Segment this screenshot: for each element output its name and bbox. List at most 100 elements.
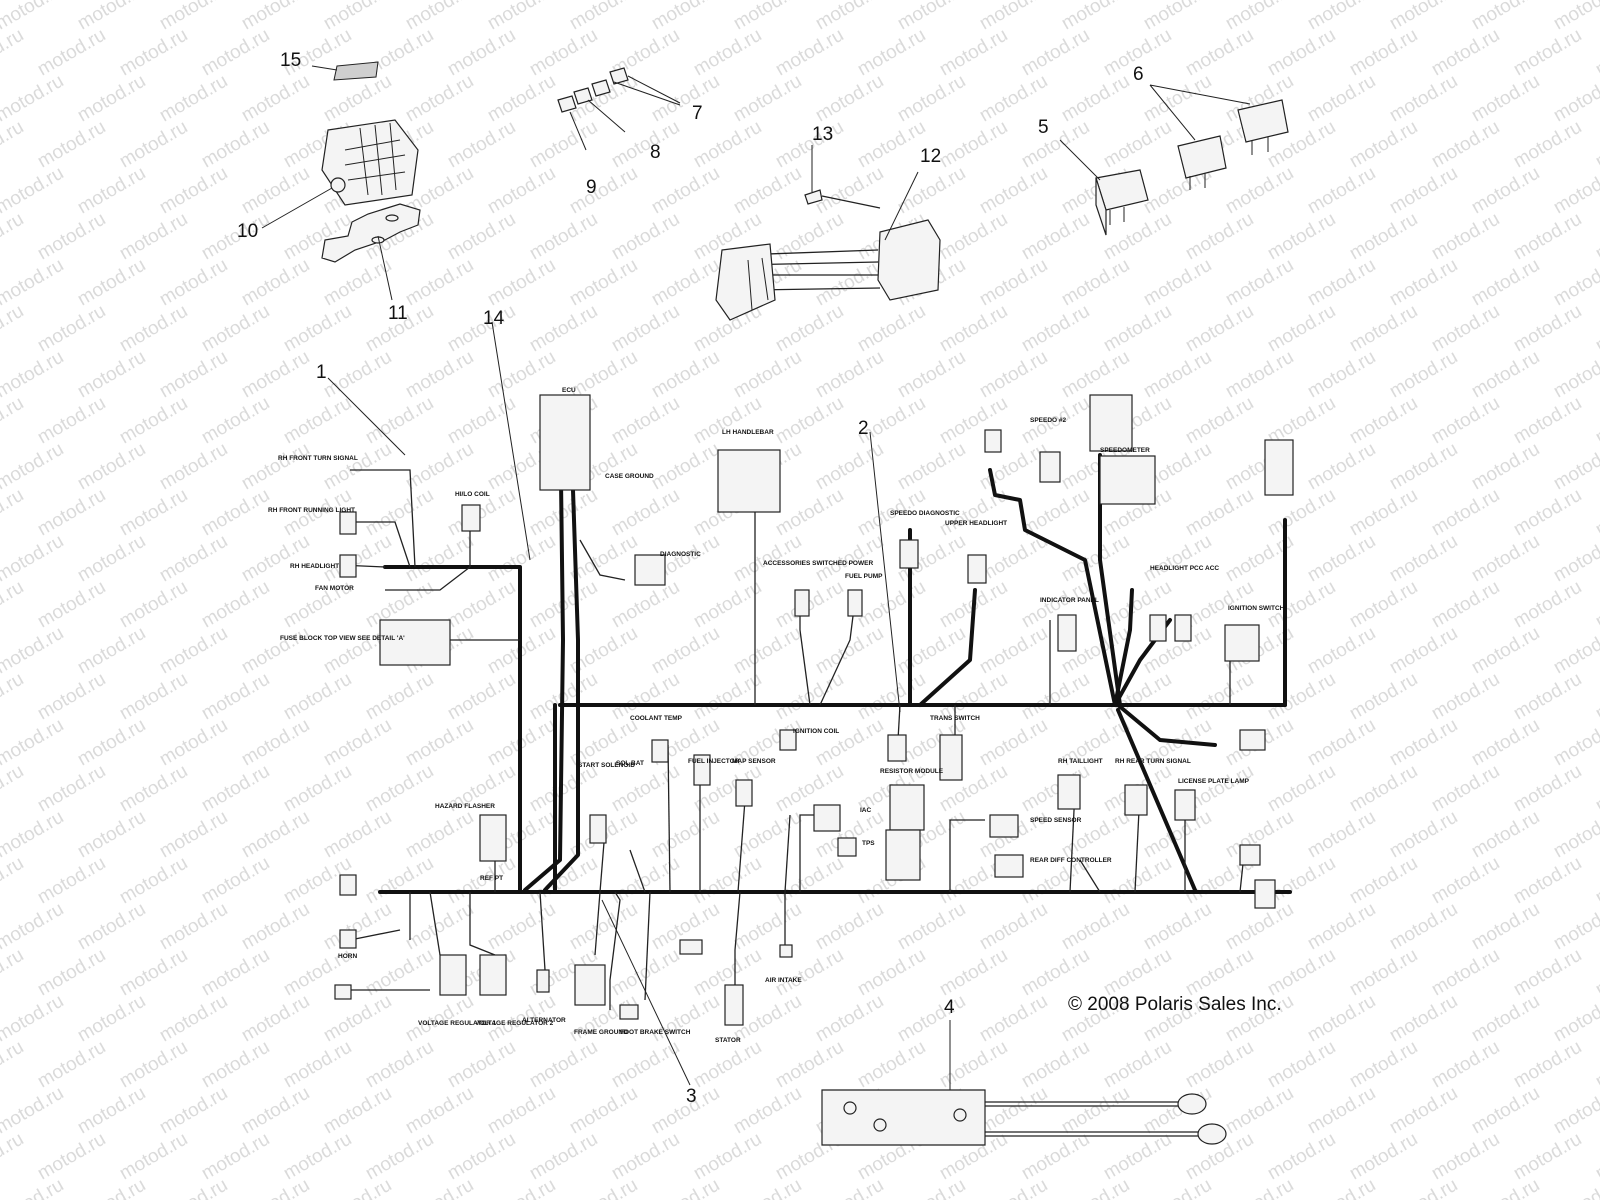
- label-rh-front-running-light: RH FRONT RUNNING LIGHT: [268, 507, 355, 514]
- watermark-text: motod.ru: [1304, 255, 1379, 311]
- watermark-text: motod.ru: [484, 0, 559, 34]
- watermark-text: motod.ru: [484, 163, 559, 219]
- watermark-text: motod.ru: [156, 347, 231, 403]
- watermark-text: motod.ru: [1592, 301, 1600, 357]
- watermark-text: motod.ru: [280, 393, 355, 449]
- watermark-text: motod.ru: [1100, 301, 1175, 357]
- watermark-text: motod.ru: [402, 0, 477, 34]
- watermark-text: motod.ru: [1304, 163, 1379, 219]
- watermark-text: motod.ru: [1428, 853, 1503, 909]
- watermark-text: motod.ru: [238, 347, 313, 403]
- watermark-text: motod.ru: [116, 669, 191, 725]
- watermark-text: motod.ru: [0, 1175, 67, 1200]
- watermark-text: motod.ru: [444, 1037, 519, 1093]
- watermark-text: motod.ru: [608, 117, 683, 173]
- watermark-text: motod.ru: [1346, 25, 1421, 81]
- watermark-text: motod.ru: [362, 761, 437, 817]
- watermark-text: motod.ru: [1018, 301, 1093, 357]
- label-horn: HORN: [338, 953, 357, 960]
- watermark-text: motod.ru: [116, 393, 191, 449]
- watermark-text: motod.ru: [1428, 761, 1503, 817]
- watermark-text: motod.ru: [894, 163, 969, 219]
- watermark-text: motod.ru: [772, 1037, 847, 1093]
- watermark-text: motod.ru: [0, 991, 67, 1047]
- callout-5: 5: [1038, 117, 1049, 138]
- watermark-text: motod.ru: [1058, 531, 1133, 587]
- watermark-text: motod.ru: [1592, 485, 1600, 541]
- watermark-text: motod.ru: [854, 117, 929, 173]
- watermark-text: motod.ru: [648, 347, 723, 403]
- watermark-text: motod.ru: [854, 301, 929, 357]
- callout-10: 10: [237, 221, 258, 242]
- watermark-text: motod.ru: [1592, 25, 1600, 81]
- watermark-text: motod.ru: [484, 1083, 559, 1139]
- watermark-text: motod.ru: [1058, 1083, 1133, 1139]
- watermark-text: motod.ru: [1264, 1037, 1339, 1093]
- watermark-text: motod.ru: [894, 71, 969, 127]
- watermark-text: motod.ru: [238, 715, 313, 771]
- watermark-text: motod.ru: [74, 899, 149, 955]
- watermark-text: motod.ru: [566, 255, 641, 311]
- watermark-text: motod.ru: [74, 439, 149, 495]
- watermark-text: motod.ru: [526, 761, 601, 817]
- callout-3: 3: [686, 1086, 697, 1107]
- watermark-text: motod.ru: [1428, 485, 1503, 541]
- watermark-text: motod.ru: [198, 577, 273, 633]
- watermark-text: motod.ru: [690, 117, 765, 173]
- label-trans-switch: TRANS SWITCH: [930, 715, 980, 722]
- watermark-text: motod.ru: [238, 1083, 313, 1139]
- watermark-text: motod.ru: [608, 209, 683, 265]
- callout-4: 4: [944, 997, 955, 1018]
- watermark-text: motod.ru: [1058, 1175, 1133, 1200]
- watermark-text: motod.ru: [812, 0, 887, 34]
- watermark-text: motod.ru: [1592, 761, 1600, 817]
- watermark-text: motod.ru: [526, 301, 601, 357]
- watermark-text: motod.ru: [116, 945, 191, 1001]
- watermark-text: motod.ru: [772, 669, 847, 725]
- callout-9: 9: [586, 177, 597, 198]
- watermark-text: motod.ru: [156, 1083, 231, 1139]
- watermark-text: motod.ru: [238, 163, 313, 219]
- watermark-text: motod.ru: [1510, 669, 1585, 725]
- watermark-text: motod.ru: [320, 991, 395, 1047]
- watermark-text: motod.ru: [362, 1129, 437, 1185]
- callout-leaders: [327, 321, 901, 1086]
- watermark-text: motod.ru: [34, 1037, 109, 1093]
- watermark-text: motod.ru: [1386, 899, 1461, 955]
- watermark-text: motod.ru: [1140, 255, 1215, 311]
- watermark-text: motod.ru: [402, 899, 477, 955]
- label-frame-ground: FRAME GROUND: [574, 1029, 628, 1036]
- watermark-text: motod.ru: [1550, 1175, 1600, 1200]
- watermark-text: motod.ru: [484, 255, 559, 311]
- watermark-text: motod.ru: [1386, 807, 1461, 863]
- watermark-text: motod.ru: [648, 0, 723, 34]
- callout-1: 1: [316, 362, 327, 383]
- watermark-text: motod.ru: [812, 991, 887, 1047]
- watermark-text: motod.ru: [402, 71, 477, 127]
- watermark-text: motod.ru: [690, 577, 765, 633]
- watermark-text: motod.ru: [1182, 485, 1257, 541]
- watermark-text: motod.ru: [238, 991, 313, 1047]
- watermark-text: motod.ru: [1058, 807, 1133, 863]
- watermark-text: motod.ru: [1304, 1083, 1379, 1139]
- watermark-text: motod.ru: [1592, 669, 1600, 725]
- watermark-text: motod.ru: [198, 485, 273, 541]
- watermark-text: motod.ru: [402, 347, 477, 403]
- watermark-text: motod.ru: [156, 71, 231, 127]
- watermark-text: motod.ru: [730, 531, 805, 587]
- watermark-text: motod.ru: [444, 117, 519, 173]
- watermark-text: motod.ru: [566, 1083, 641, 1139]
- callout-14: 14: [483, 308, 505, 329]
- watermark-text: motod.ru: [1018, 209, 1093, 265]
- copyright-notice: © 2008 Polaris Sales Inc.: [1068, 994, 1282, 1015]
- watermark-text: motod.ru: [894, 899, 969, 955]
- watermark-text: motod.ru: [156, 715, 231, 771]
- watermark-text: motod.ru: [1510, 761, 1585, 817]
- watermark-text: motod.ru: [730, 623, 805, 679]
- watermark-text: motod.ru: [526, 1037, 601, 1093]
- watermark-text: motod.ru: [648, 163, 723, 219]
- watermark-text: motod.ru: [362, 945, 437, 1001]
- watermark-text: motod.ru: [0, 577, 27, 633]
- watermark-text: motod.ru: [1182, 1037, 1257, 1093]
- watermark-text: motod.ru: [198, 117, 273, 173]
